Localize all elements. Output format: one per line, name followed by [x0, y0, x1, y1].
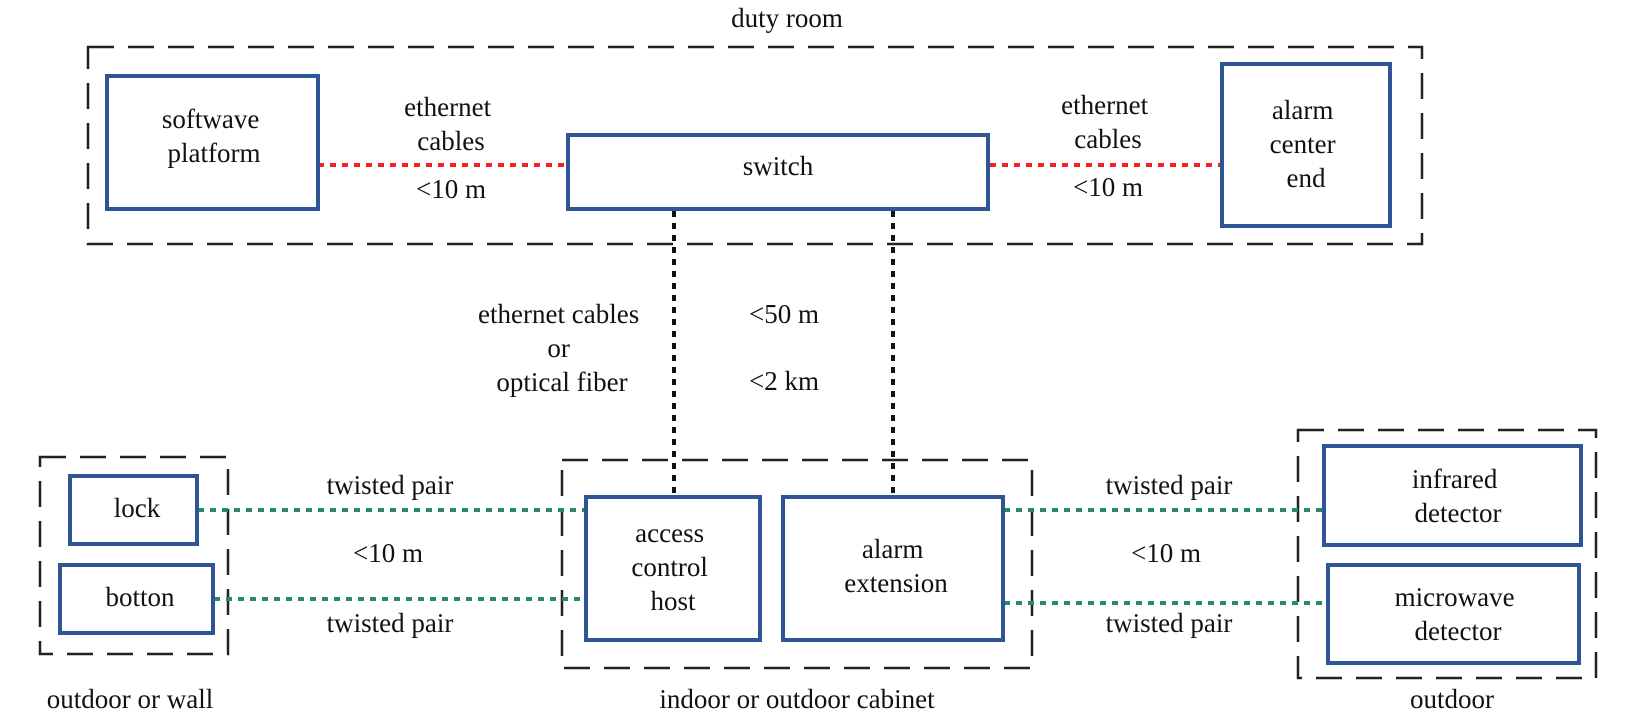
zone-indoor-or-outdoor-cabinet	[560, 458, 1034, 670]
link-distance-left-twisted: <10 m	[353, 538, 423, 568]
node-label-infrared-detector: infrared detector	[1412, 464, 1504, 528]
node-botton-box	[58, 563, 215, 635]
link-distance-vertical-ethernet: <50 m	[749, 299, 819, 329]
node-infrared-detector-box	[1322, 444, 1583, 547]
link-label-left-twisted-bottom: twisted pair	[327, 608, 454, 638]
node-alarm-extension-box	[781, 495, 1005, 642]
link-label-right-ethernet-cables: ethernet cables	[1061, 90, 1155, 154]
link-distance-left-ethernet: <10 m	[416, 174, 486, 204]
node-softwave-platform-box	[105, 74, 320, 211]
link-label-left-twisted-top: twisted pair	[327, 470, 454, 500]
link-label-right-twisted-bottom: twisted pair	[1106, 608, 1233, 638]
node-label-switch: switch	[743, 151, 814, 181]
node-label-microwave-detector: microwave detector	[1395, 582, 1522, 646]
link-distance-vertical-fiber: <2 km	[749, 366, 819, 396]
link-label-vertical-media: ethernet cables or optical fiber	[478, 299, 646, 397]
node-switch-box	[566, 133, 990, 211]
zone-label-indoor-or-outdoor-cabinet: indoor or outdoor cabinet	[659, 684, 935, 714]
link-label-right-twisted-top: twisted pair	[1106, 470, 1233, 500]
node-alarm-center-end-box	[1220, 62, 1392, 228]
link-distance-right-twisted: <10 m	[1131, 538, 1201, 568]
link-distance-right-ethernet: <10 m	[1073, 172, 1143, 202]
node-label-alarm-extension: alarm extension	[844, 534, 948, 598]
link-label-left-ethernet-cables: ethernet cables	[404, 92, 498, 156]
zone-duty-room	[86, 45, 1424, 246]
node-label-access-control-host: access control host	[631, 518, 714, 616]
zone-label-outdoor-or-wall: outdoor or wall	[47, 684, 213, 714]
zone-outdoor-or-wall	[38, 455, 230, 656]
node-label-botton: botton	[105, 582, 175, 612]
node-label-alarm-center-end: alarm center end	[1270, 95, 1343, 193]
zone-outdoor	[1296, 428, 1598, 680]
zone-label-duty-room: duty room	[731, 3, 843, 33]
node-lock-box	[68, 474, 199, 546]
node-microwave-detector-box	[1326, 563, 1581, 665]
zone-label-outdoor: outdoor	[1410, 684, 1494, 714]
node-access-control-host-box	[584, 495, 762, 642]
node-label-softwave-platform: softwave platform	[162, 104, 266, 168]
node-label-lock: lock	[114, 493, 161, 523]
